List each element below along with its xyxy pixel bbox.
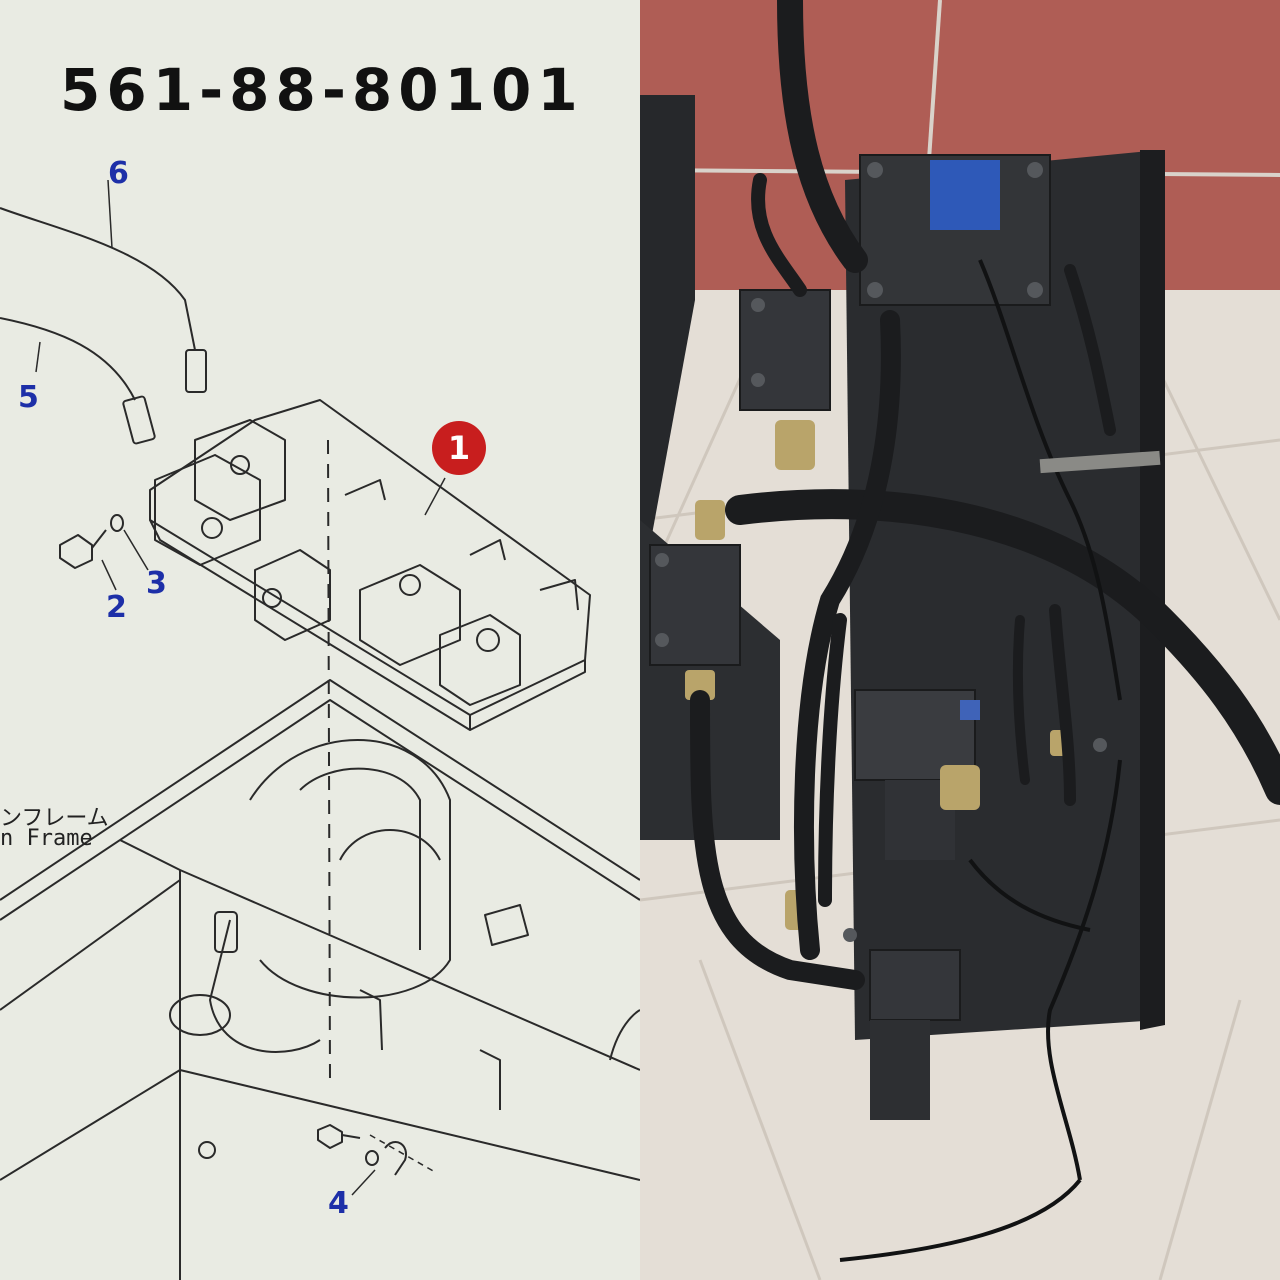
assembly-photo-panel: [640, 0, 1280, 1280]
frame-label-japanese: ンフレーム: [0, 806, 109, 831]
parts-diagram-panel: 561-88-80101 6 5 1 3 2 4 ンフレーム n Frame: [0, 0, 640, 1280]
callout-6: 6: [108, 156, 129, 191]
callout-4: 4: [328, 1186, 349, 1221]
hydraulic-valve-assembly-icon: [640, 0, 1280, 1280]
hose-5-line: [0, 317, 136, 401]
part-number: 561-88-80101: [60, 56, 584, 124]
frame-label-english: n Frame: [0, 826, 93, 851]
callout-2: 2: [106, 590, 127, 625]
callout-5: 5: [18, 380, 39, 415]
parts-diagram-drawing: [0, 179, 640, 1280]
callout-3: 3: [146, 566, 167, 601]
callout-1: 1: [432, 421, 486, 475]
mounting-plate: [149, 399, 591, 716]
hose-6-line: [0, 207, 196, 351]
